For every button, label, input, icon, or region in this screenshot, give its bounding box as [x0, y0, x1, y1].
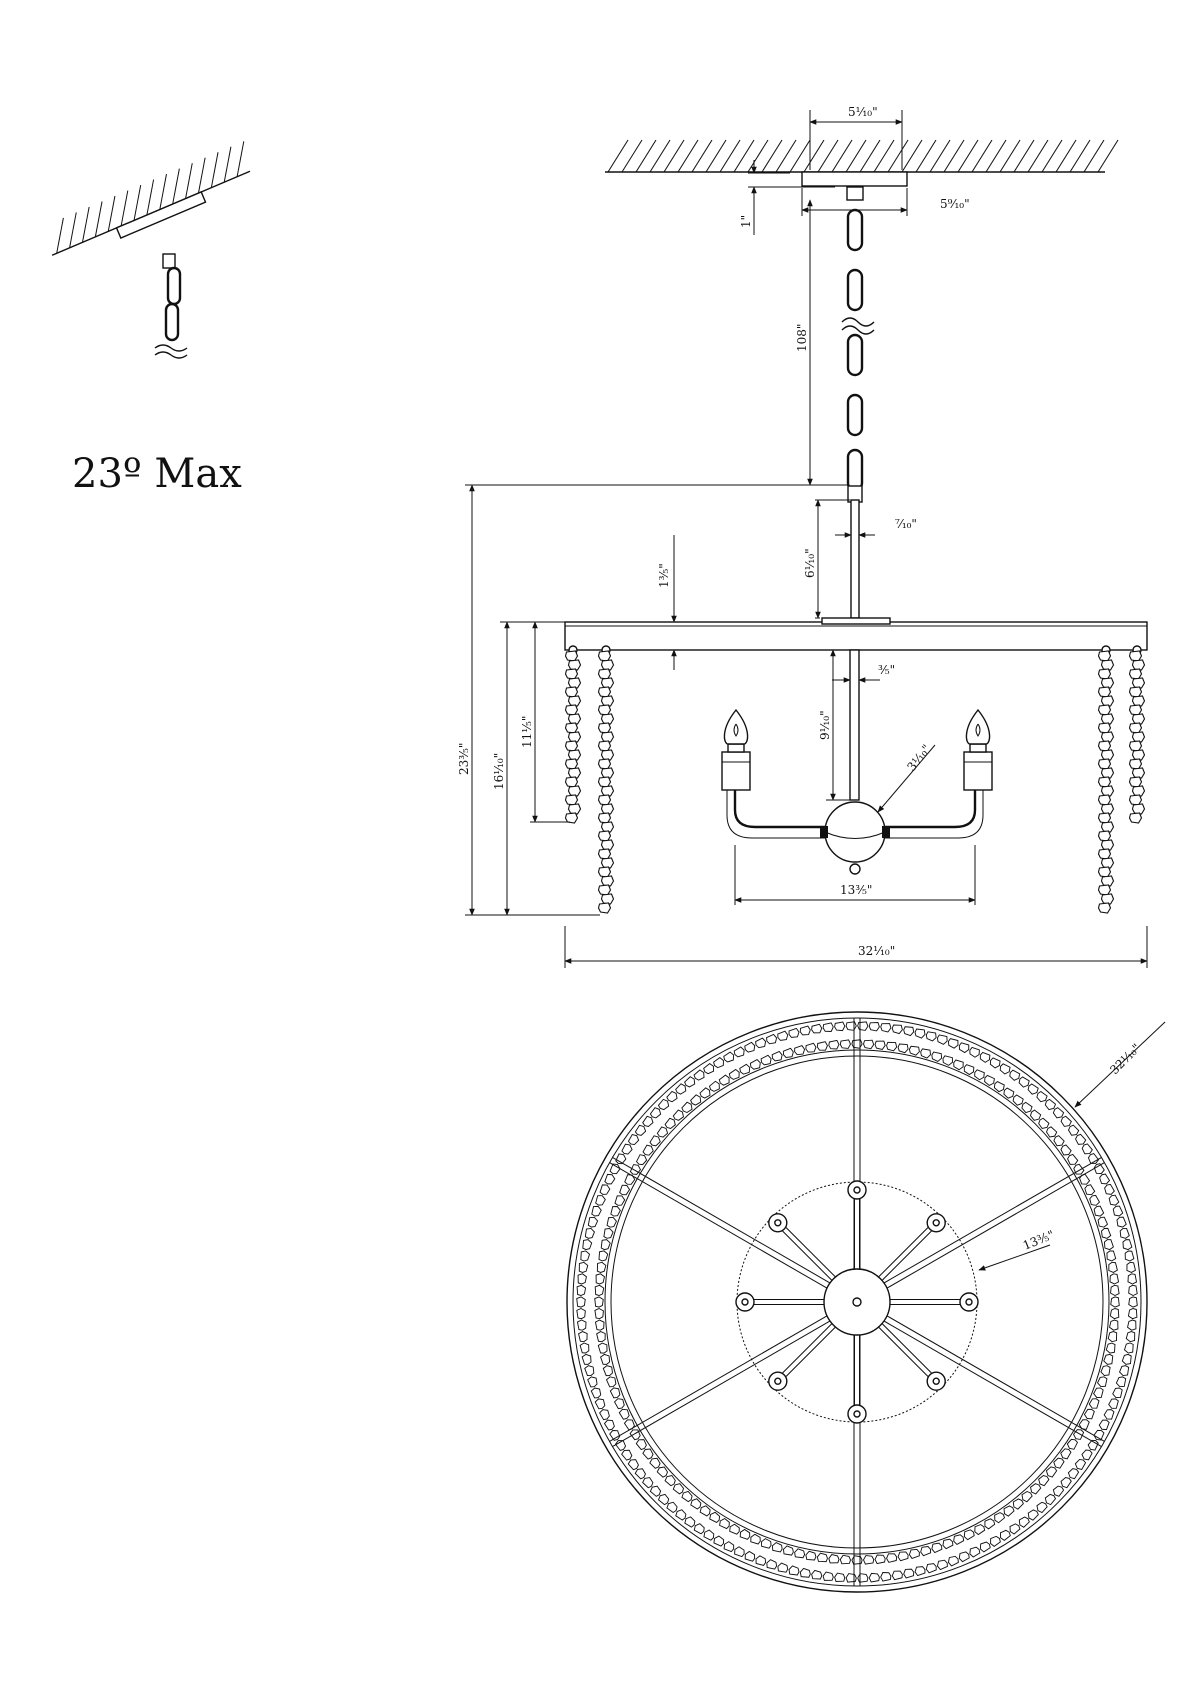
- dim-overall-width: 32⅒": [858, 944, 895, 958]
- dim-canopy-height: 1": [739, 215, 753, 228]
- chain-break-mark: [841, 317, 875, 327]
- dim-canopy-plate: 5⁹⁄₁₀": [940, 197, 970, 211]
- bulb-left: [721, 708, 751, 791]
- arm-right: [884, 790, 977, 829]
- tilt-canopy: [115, 191, 207, 239]
- dim-center-rod-width: ⅗": [878, 663, 895, 677]
- dimension-lines: [465, 110, 1148, 968]
- crystal-strands: [564, 645, 1146, 914]
- arm-left: [733, 790, 826, 829]
- hub: [824, 801, 886, 863]
- side-view: 5⅒" 5⁹⁄₁₀" 1" 108" ⁷⁄₁₀" 6⅒" 1⅗" ⅗" 9⅒" …: [457, 105, 1148, 968]
- dim-canopy-width: 5⅒": [848, 105, 878, 119]
- bottom-arms: [735, 1180, 979, 1424]
- bulb-right: [963, 708, 993, 791]
- tilt-ceiling-hatch: [51, 141, 251, 256]
- ceiling-hatch: [607, 139, 1119, 173]
- tilt-chain: [154, 253, 188, 359]
- dim-center-rod-length: 9⅒": [818, 710, 832, 740]
- bottom-view: 32⅒" 13⅗": [566, 1011, 1166, 1593]
- dim-arm-span: 13⅗": [840, 883, 872, 897]
- center-rod: [849, 649, 860, 801]
- canopy-plate: [801, 171, 908, 187]
- tilt-max-label: 23º Max: [72, 451, 242, 497]
- dim-hub-diameter: 3⅒": [904, 742, 933, 774]
- stem: [850, 499, 860, 619]
- dim-stem-width: ⁷⁄₁₀": [895, 517, 917, 531]
- dim-chain-length: 108": [795, 324, 809, 352]
- dim-crystal-inner-drop: 11⅕": [520, 716, 534, 748]
- tilt-detail: 23º Max: [51, 141, 251, 497]
- dim-overall-height: 23⅗": [457, 743, 471, 775]
- outer-ring: [566, 1011, 1148, 1593]
- dim-ring-height: 1⅗": [657, 563, 671, 588]
- ring-frame: [564, 621, 1148, 651]
- dim-stem-length: 6⅒": [803, 548, 817, 578]
- canopy-hook: [846, 186, 864, 201]
- dim-bottom-outer-diameter: 32⅒": [1107, 1041, 1143, 1077]
- dim-crystal-outer-drop: 16⅒": [492, 753, 506, 790]
- chain: [846, 208, 864, 492]
